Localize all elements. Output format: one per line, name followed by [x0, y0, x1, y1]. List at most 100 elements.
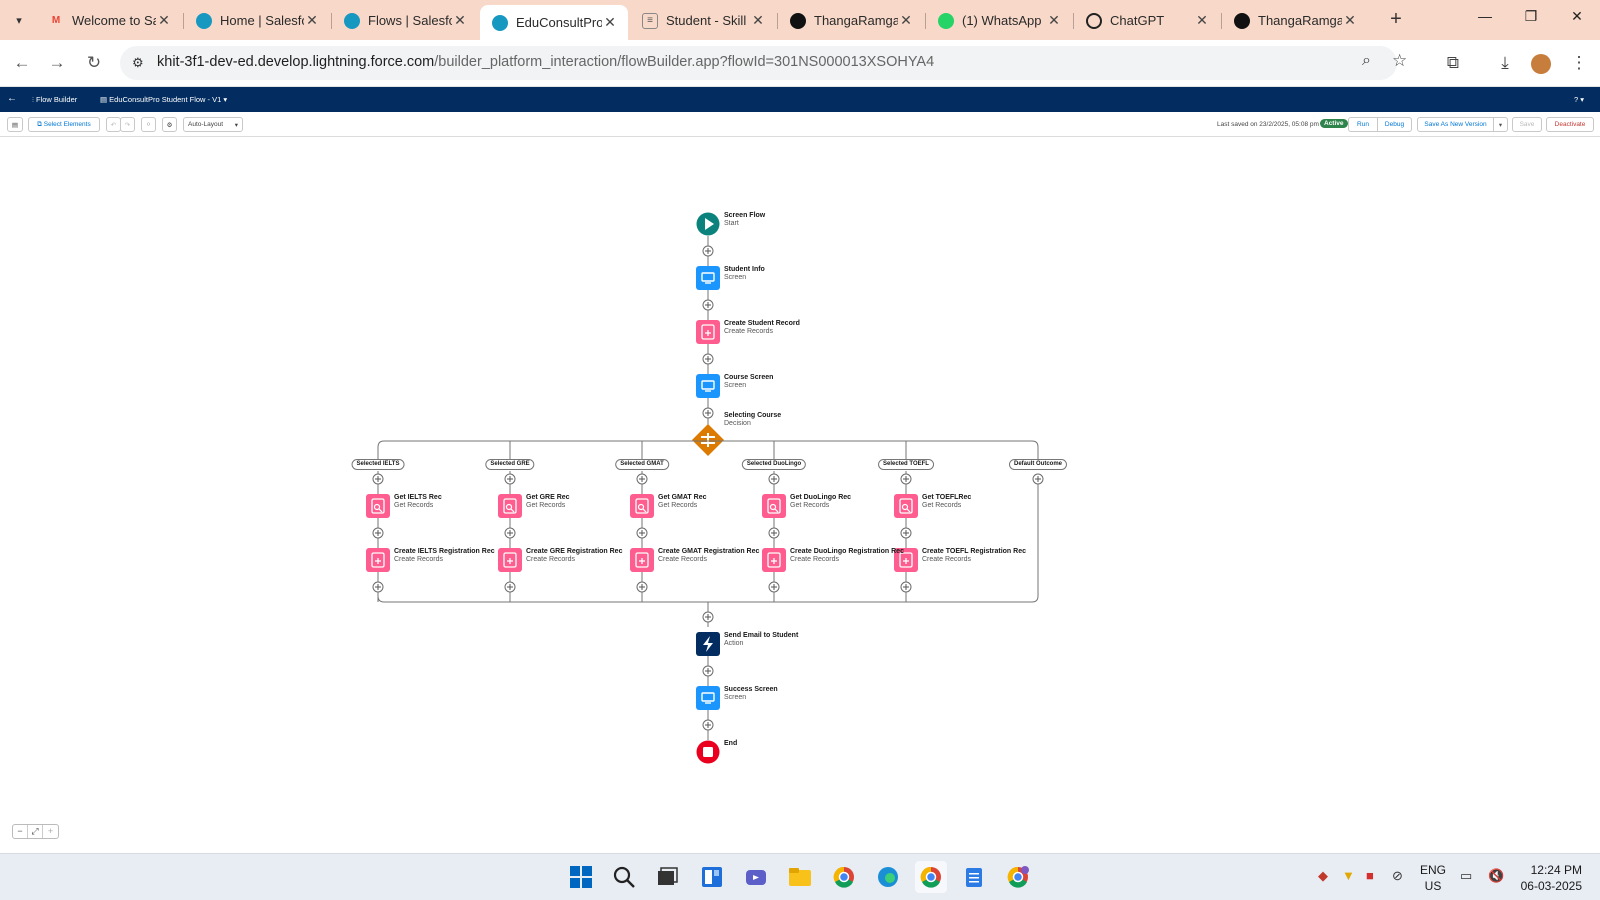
chrome-alt-profile-icon[interactable] — [1002, 861, 1034, 893]
search-icon[interactable]: ○ — [141, 117, 156, 132]
tab-search-icon[interactable]: ▾ — [16, 14, 22, 27]
close-icon[interactable]: ✕ — [604, 14, 616, 30]
add-element-button[interactable] — [636, 527, 648, 539]
close-icon[interactable]: ✕ — [752, 12, 764, 28]
select-elements-button[interactable]: ⧉ Select Elements — [28, 117, 100, 132]
browser-tab[interactable]: ThangaRamga ✕ — [778, 5, 924, 36]
screen-element[interactable] — [696, 686, 720, 710]
create-element[interactable] — [630, 548, 654, 572]
help-menu[interactable]: ? ▾ — [1574, 95, 1585, 104]
flow-name-menu[interactable]: ▤ EduConsultPro Student Flow - V1 ▾ — [100, 95, 227, 104]
download-icon[interactable]: ⤓ — [1501, 53, 1509, 72]
close-icon[interactable]: ✕ — [1196, 12, 1208, 28]
minimize-icon[interactable]: — — [1478, 8, 1492, 24]
create-element[interactable] — [762, 548, 786, 572]
save-options-chevron-icon[interactable]: ▾ — [1493, 117, 1508, 132]
windows-start-icon[interactable] — [565, 861, 597, 893]
create-element[interactable] — [366, 548, 390, 572]
add-element-button[interactable] — [702, 299, 714, 311]
add-element-button[interactable] — [636, 473, 648, 485]
add-element-button[interactable] — [372, 527, 384, 539]
add-element-button[interactable] — [768, 527, 780, 539]
add-element-button[interactable] — [900, 527, 912, 539]
new-tab-button[interactable]: + — [1390, 8, 1402, 30]
add-element-button[interactable] — [702, 719, 714, 731]
fit-view-icon[interactable]: ⤢ — [28, 825, 43, 838]
add-element-button[interactable] — [504, 527, 516, 539]
add-element-button[interactable] — [504, 473, 516, 485]
debug-button[interactable]: Debug — [1377, 117, 1412, 132]
display-tray-icon[interactable]: ▭ — [1460, 868, 1473, 883]
save-button[interactable]: Save — [1512, 117, 1542, 132]
create-element[interactable] — [894, 548, 918, 572]
end-element[interactable] — [696, 740, 720, 764]
back-arrow-icon[interactable]: ← — [7, 93, 17, 104]
branch-label[interactable]: Default Outcome — [1008, 459, 1068, 470]
get-element[interactable] — [366, 494, 390, 518]
task-view-icon[interactable] — [651, 861, 683, 893]
close-icon[interactable]: ✕ — [1344, 12, 1356, 28]
close-icon[interactable]: ✕ — [1048, 12, 1060, 28]
chrome-icon[interactable] — [828, 861, 860, 893]
add-element-button[interactable] — [1032, 473, 1044, 485]
teams-meet-icon[interactable] — [740, 861, 772, 893]
media-tray-icon[interactable]: ■ — [1366, 868, 1374, 883]
run-button[interactable]: Run — [1348, 117, 1378, 132]
back-icon[interactable]: ← — [13, 53, 31, 72]
browser-menu-icon[interactable]: ⋮ — [1570, 53, 1588, 72]
volume-mute-icon[interactable]: 🔇 — [1488, 868, 1505, 883]
add-element-button[interactable] — [702, 407, 714, 419]
extensions-icon[interactable]: ⧉ — [1446, 53, 1460, 72]
add-element-button[interactable] — [636, 581, 648, 593]
branch-label[interactable]: Selected DuoLingo — [741, 459, 807, 470]
browser-tab[interactable]: ThangaRamga ✕ — [1222, 5, 1368, 36]
screen-element[interactable] — [696, 266, 720, 290]
bookmark-star-icon[interactable]: ☆ — [1392, 51, 1408, 70]
file-explorer-icon[interactable] — [784, 861, 816, 893]
close-icon[interactable]: ✕ — [900, 12, 912, 28]
add-element-button[interactable] — [900, 581, 912, 593]
add-element-button[interactable] — [702, 665, 714, 677]
browser-tab[interactable]: ≡ Student - Skill ✕ — [630, 5, 776, 36]
add-element-button[interactable] — [702, 611, 714, 623]
browser-tab[interactable]: Flows | Salesfo ✕ — [332, 5, 478, 36]
browser-tab-active[interactable]: EduConsultPro ✕ — [480, 5, 628, 40]
add-element-button[interactable] — [504, 581, 516, 593]
redo-icon[interactable]: ↷ — [120, 117, 135, 132]
save-as-new-version-button[interactable]: Save As New Version — [1417, 117, 1494, 132]
restore-icon[interactable]: ❐ — [1524, 8, 1538, 24]
zoom-out-icon[interactable]: − — [13, 825, 28, 838]
window-close-icon[interactable]: ✕ — [1571, 8, 1583, 24]
get-element[interactable] — [630, 494, 654, 518]
zoom-in-icon[interactable]: + — [47, 826, 54, 836]
undo-icon[interactable]: ↶ — [106, 117, 121, 132]
reload-icon[interactable]: ↻ — [86, 53, 102, 72]
network-off-icon[interactable]: ⊘ — [1392, 868, 1403, 883]
get-element[interactable] — [894, 494, 918, 518]
branch-label[interactable]: Selected TOEFL — [878, 459, 934, 470]
site-info-icon[interactable]: ⚙ — [132, 55, 144, 70]
create-element[interactable] — [696, 320, 720, 344]
browser-tab[interactable]: ChatGPT ✕ — [1074, 5, 1220, 36]
start-element[interactable] — [696, 212, 720, 236]
browser-tab[interactable]: Home | Salesfo ✕ — [184, 5, 330, 36]
profile-avatar[interactable] — [1531, 54, 1551, 74]
add-element-button[interactable] — [768, 473, 780, 485]
edge-icon[interactable] — [872, 861, 904, 893]
app-tray-icon[interactable]: ◆ — [1318, 868, 1328, 883]
search-icon[interactable] — [608, 861, 640, 893]
toggle-panel-icon[interactable]: ▤ — [7, 117, 23, 132]
widgets-icon[interactable] — [696, 861, 728, 893]
norton-tray-icon[interactable]: ▼ — [1342, 868, 1355, 883]
browser-tab[interactable]: M Welcome to Sa ✕ — [36, 5, 182, 36]
get-element[interactable] — [498, 494, 522, 518]
browser-tab[interactable]: (1) WhatsApp ✕ — [926, 5, 1072, 36]
address-bar[interactable]: ⚙ khit-3f1-dev-ed.develop.lightning.forc… — [120, 46, 1407, 80]
chrome-profile-icon[interactable] — [915, 861, 947, 893]
get-element[interactable] — [762, 494, 786, 518]
add-element-button[interactable] — [702, 353, 714, 365]
create-element[interactable] — [498, 548, 522, 572]
screen-element[interactable] — [696, 374, 720, 398]
